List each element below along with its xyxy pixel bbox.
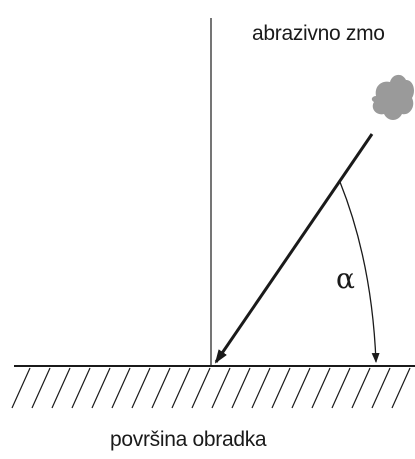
trajectory-arrow: [214, 133, 374, 364]
surface-label: površina obradka: [110, 428, 267, 451]
abrasive-particle-icon: [371, 74, 414, 120]
surface-hatching: [11, 367, 411, 409]
particle-label: abrazivno zmo: [252, 22, 385, 45]
angle-label: α: [336, 262, 355, 295]
angle-arc: [339, 181, 380, 363]
